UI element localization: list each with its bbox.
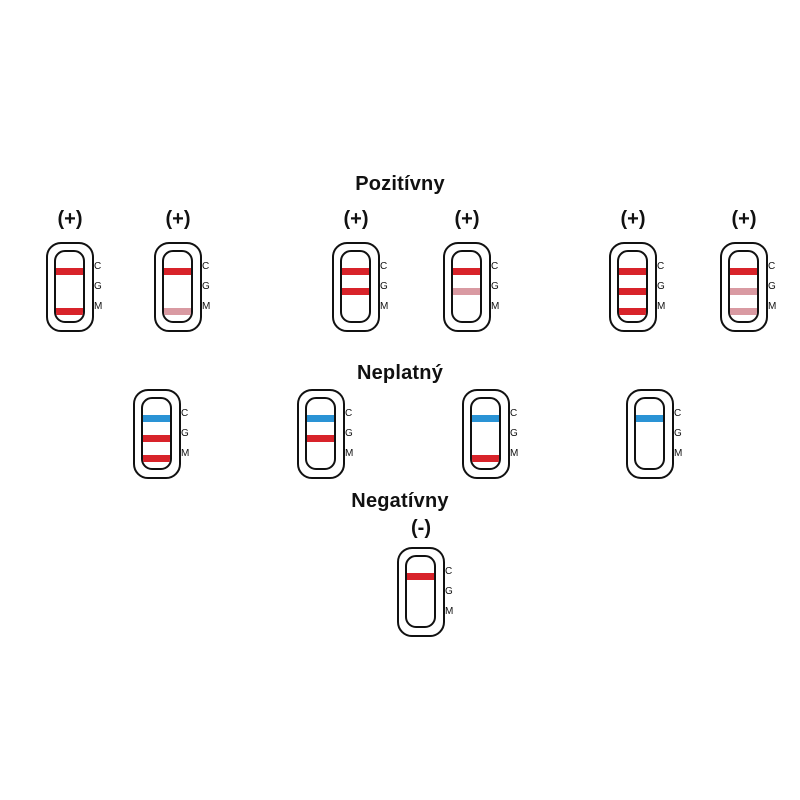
test-line-m-faint [730, 308, 757, 315]
test-cassette-invalid [626, 389, 674, 479]
zone-label-m: M [674, 448, 683, 459]
zone-label-g: G [380, 281, 388, 292]
zone-label-c: C [674, 408, 682, 419]
result-sign-positive: (+) [454, 208, 480, 230]
zone-label-m: M [94, 301, 103, 312]
result-window [451, 250, 482, 323]
result-window [162, 250, 193, 323]
test-line-c-red [407, 573, 434, 580]
test-line-g-faint [453, 288, 480, 295]
negative-section-title: Negatívny [351, 490, 449, 512]
zone-label-g: G [491, 281, 499, 292]
test-line-g-red [619, 288, 646, 295]
zone-label-c: C [491, 261, 499, 272]
zone-label-m: M [345, 448, 354, 459]
result-window [340, 250, 371, 323]
result-sign-positive: (+) [343, 208, 369, 230]
zone-label-m: M [510, 448, 519, 459]
test-cassette-positive [154, 242, 202, 332]
zone-label-c: C [202, 261, 210, 272]
test-cassette-positive [332, 242, 380, 332]
test-line-c-red [453, 268, 480, 275]
result-window [405, 555, 436, 628]
result-sign-negative: (-) [411, 517, 431, 539]
zone-label-m: M [768, 301, 777, 312]
zone-label-m: M [181, 448, 190, 459]
zone-label-c: C [445, 566, 453, 577]
test-line-c-blue [143, 415, 170, 422]
test-line-g-red [342, 288, 369, 295]
test-cassette-negative [397, 547, 445, 637]
zone-label-m: M [380, 301, 389, 312]
test-line-m-faint [164, 308, 191, 315]
test-line-c-blue [307, 415, 334, 422]
test-cassette-invalid [462, 389, 510, 479]
result-window [141, 397, 172, 470]
result-window [54, 250, 85, 323]
test-line-g-red [307, 435, 334, 442]
result-window [470, 397, 501, 470]
test-line-c-red [619, 268, 646, 275]
test-cassette-positive [720, 242, 768, 332]
zone-label-c: C [94, 261, 102, 272]
result-sign-positive: (+) [620, 208, 646, 230]
zone-label-c: C [657, 261, 665, 272]
zone-label-c: C [181, 408, 189, 419]
test-line-c-blue [636, 415, 663, 422]
test-line-c-red [342, 268, 369, 275]
zone-label-g: G [202, 281, 210, 292]
zone-label-g: G [674, 428, 682, 439]
test-line-m-red [56, 308, 83, 315]
zone-label-g: G [181, 428, 189, 439]
zone-label-g: G [657, 281, 665, 292]
result-window [634, 397, 665, 470]
result-sign-positive: (+) [165, 208, 191, 230]
test-line-g-red [143, 435, 170, 442]
test-cassette-positive [46, 242, 94, 332]
test-line-m-red [472, 455, 499, 462]
zone-label-g: G [345, 428, 353, 439]
zone-label-m: M [202, 301, 211, 312]
zone-label-g: G [94, 281, 102, 292]
result-window [728, 250, 759, 323]
test-line-g-faint [730, 288, 757, 295]
test-line-m-red [619, 308, 646, 315]
test-line-c-blue [472, 415, 499, 422]
zone-label-c: C [380, 261, 388, 272]
zone-label-c: C [768, 261, 776, 272]
zone-label-m: M [657, 301, 666, 312]
zone-label-g: G [768, 281, 776, 292]
result-sign-positive: (+) [57, 208, 83, 230]
result-sign-positive: (+) [731, 208, 757, 230]
result-window [305, 397, 336, 470]
test-line-m-red [143, 455, 170, 462]
test-line-c-red [56, 268, 83, 275]
test-cassette-invalid [133, 389, 181, 479]
test-line-c-red [164, 268, 191, 275]
zone-label-g: G [510, 428, 518, 439]
zone-label-c: C [510, 408, 518, 419]
zone-label-m: M [445, 606, 454, 617]
test-cassette-positive [443, 242, 491, 332]
zone-label-g: G [445, 586, 453, 597]
positive-section-title: Pozitívny [355, 173, 445, 195]
test-cassette-invalid [297, 389, 345, 479]
test-line-c-red [730, 268, 757, 275]
result-window [617, 250, 648, 323]
zone-label-m: M [491, 301, 500, 312]
invalid-section-title: Neplatný [356, 362, 444, 384]
zone-label-c: C [345, 408, 353, 419]
test-cassette-positive [609, 242, 657, 332]
